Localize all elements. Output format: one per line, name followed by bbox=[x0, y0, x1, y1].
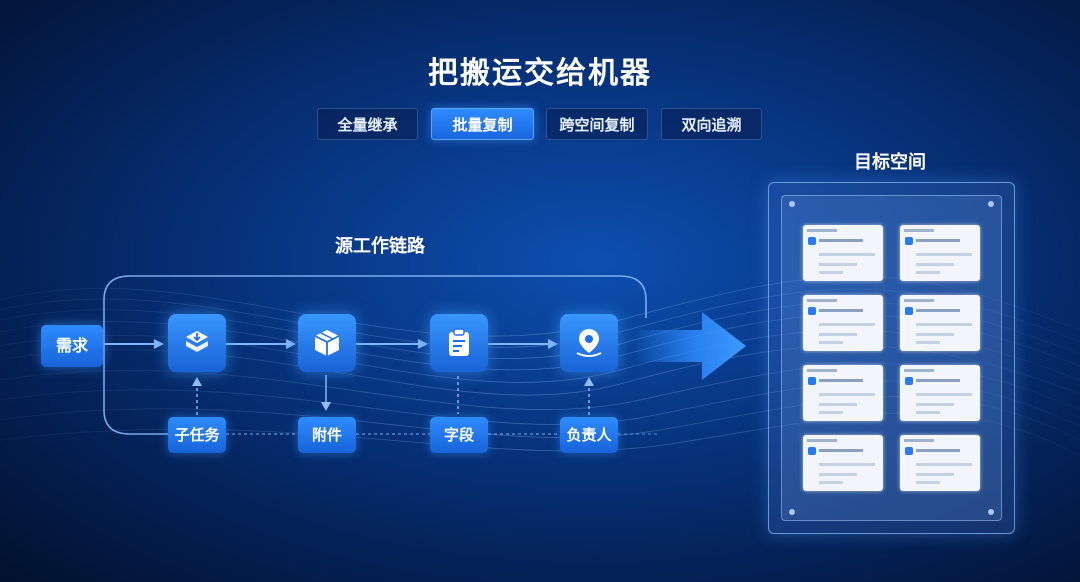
panel-screw bbox=[988, 509, 994, 515]
tab-bidirectional-trace[interactable]: 双向追溯 bbox=[661, 108, 762, 140]
requirement-node[interactable]: 需求 bbox=[41, 325, 103, 367]
attachment-node[interactable]: 附件 bbox=[298, 417, 356, 453]
work-item-card[interactable] bbox=[803, 225, 883, 281]
assignee-source-node[interactable] bbox=[560, 314, 618, 372]
work-item-card[interactable] bbox=[900, 365, 980, 421]
work-item-card[interactable] bbox=[803, 435, 883, 491]
subtask-source-node[interactable] bbox=[168, 314, 226, 372]
work-item-card[interactable] bbox=[803, 295, 883, 351]
field-source-node[interactable] bbox=[430, 314, 488, 372]
work-item-card[interactable] bbox=[900, 225, 980, 281]
package-box-icon bbox=[314, 330, 340, 356]
source-chain-label: 源工作链路 bbox=[335, 236, 425, 257]
tab-full-inherit[interactable]: 全量继承 bbox=[317, 108, 418, 140]
clipboard-icon bbox=[449, 328, 469, 356]
work-item-card[interactable] bbox=[900, 295, 980, 351]
work-item-card[interactable] bbox=[900, 435, 980, 491]
location-pin-icon bbox=[576, 329, 602, 357]
tab-cross-space-copy[interactable]: 跨空间复制 bbox=[546, 108, 648, 140]
page-title: 把搬运交给机器 bbox=[428, 56, 652, 91]
attachment-source-node[interactable] bbox=[298, 314, 356, 372]
panel-screw bbox=[789, 509, 795, 515]
panel-screw bbox=[789, 201, 795, 207]
field-node[interactable]: 字段 bbox=[430, 417, 488, 453]
panel-screw bbox=[988, 201, 994, 207]
target-space-panel bbox=[768, 182, 1015, 534]
subtask-node[interactable]: 子任务 bbox=[168, 417, 226, 453]
work-item-card[interactable] bbox=[803, 365, 883, 421]
tab-batch-copy[interactable]: 批量复制 bbox=[431, 108, 534, 140]
target-space-label: 目标空间 bbox=[854, 152, 926, 173]
assignee-node[interactable]: 负责人 bbox=[560, 417, 618, 453]
layers-download-icon bbox=[186, 331, 208, 352]
